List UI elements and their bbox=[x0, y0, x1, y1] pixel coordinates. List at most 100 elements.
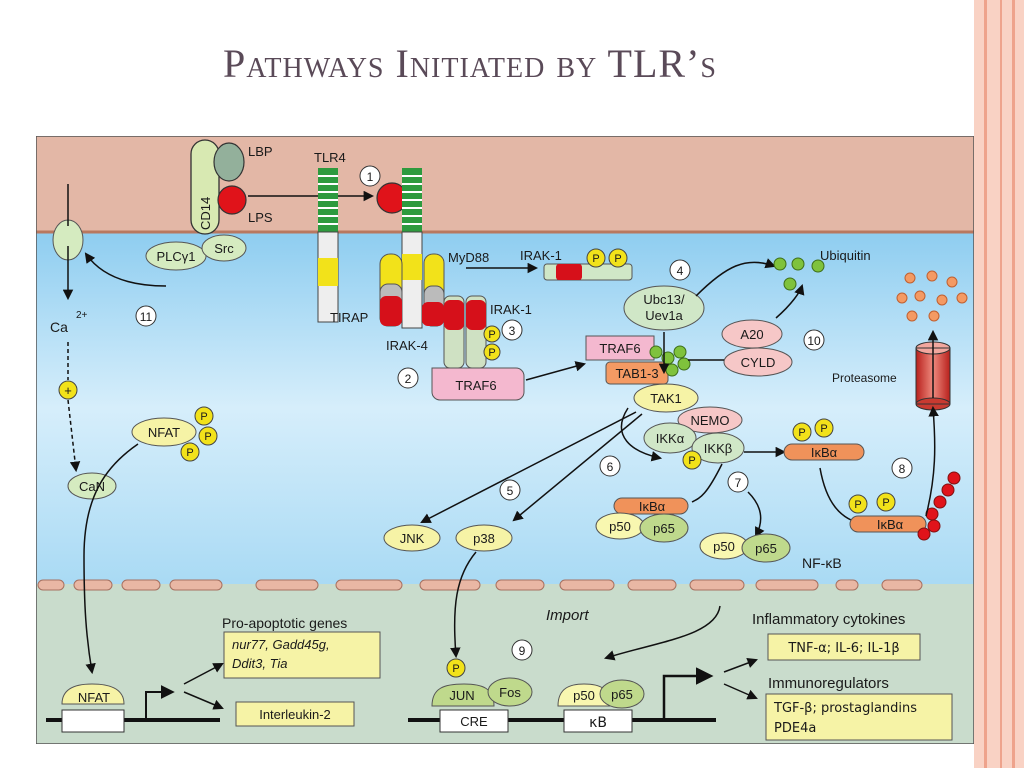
p65-cyto bbox=[639, 513, 689, 543]
nemo-label: NEMO bbox=[691, 413, 730, 428]
traf6-label-lower: TRAF6 bbox=[455, 378, 496, 393]
calcium-superscript: 2+ bbox=[76, 310, 88, 321]
ubc13-protein bbox=[623, 285, 705, 331]
src-protein bbox=[201, 234, 247, 262]
traf6-lower bbox=[431, 367, 525, 401]
import-label: Import bbox=[546, 607, 589, 624]
cd14-label: CD14 bbox=[198, 197, 213, 230]
svg-text:P: P bbox=[688, 455, 695, 467]
p50-label-1: p50 bbox=[609, 519, 631, 534]
svg-text:P: P bbox=[854, 499, 861, 511]
p65-label-2: p65 bbox=[755, 541, 777, 556]
svg-text:P: P bbox=[798, 427, 805, 439]
lbp-protein bbox=[213, 142, 245, 182]
inflammatory-label: Inflammatory cytokines bbox=[752, 611, 905, 628]
svg-text:P: P bbox=[204, 431, 211, 443]
right-border-line-1 bbox=[984, 0, 987, 768]
cyld-protein bbox=[723, 347, 793, 377]
svg-text:P: P bbox=[882, 497, 889, 509]
cytokines-box bbox=[767, 633, 921, 661]
ikba-label-3: IκBα bbox=[639, 499, 666, 514]
right-border-line-3 bbox=[1012, 0, 1015, 768]
step-6: 6 bbox=[607, 460, 614, 474]
proteasome-label: Proteasome bbox=[832, 371, 897, 385]
traf6-upper bbox=[585, 335, 655, 361]
svg-text:P: P bbox=[452, 663, 459, 675]
immuno-line-1: TGF-β; prostaglandins bbox=[773, 701, 917, 716]
tlr4-receptor bbox=[317, 168, 423, 329]
irak1-label: IRAK-1 bbox=[490, 302, 532, 317]
myd88-label: MyD88 bbox=[448, 250, 489, 265]
ubiquitin-free bbox=[773, 257, 825, 291]
fos-label: Fos bbox=[499, 685, 521, 700]
tirap-label: TIRAP bbox=[330, 310, 368, 325]
a20-label: A20 bbox=[740, 327, 763, 342]
ubiquitin-chain-traf6 bbox=[649, 345, 691, 377]
jnk-protein bbox=[383, 524, 441, 552]
ikkb-protein bbox=[691, 432, 745, 464]
p50-label-2: p50 bbox=[713, 539, 735, 554]
cd14-receptor: CD14 bbox=[190, 139, 220, 235]
tirap-dd bbox=[380, 296, 402, 326]
svg-text:P: P bbox=[186, 447, 193, 459]
right-border-line-2 bbox=[1000, 0, 1002, 768]
ikba-phospho bbox=[783, 443, 865, 461]
proapoptotic-label: Pro-apoptotic genes bbox=[222, 615, 347, 631]
genes-line-1: nur77, Gadd45g, bbox=[232, 637, 330, 652]
p65-free bbox=[741, 533, 791, 563]
polyubiquitin-chain bbox=[917, 471, 961, 541]
cre-label: CRE bbox=[460, 714, 488, 729]
lps-molecule bbox=[217, 185, 247, 215]
calcium-label: Ca bbox=[50, 319, 68, 335]
p38-protein bbox=[455, 524, 513, 552]
jun-label: JUN bbox=[449, 688, 474, 703]
fos-protein bbox=[487, 677, 533, 707]
tab13-label: TAB1-3 bbox=[615, 366, 658, 381]
irak4-label: IRAK-4 bbox=[386, 338, 428, 353]
jnk-label: JNK bbox=[400, 531, 425, 546]
peptide-fragments bbox=[896, 270, 968, 322]
lbp-label: LBP bbox=[248, 144, 273, 159]
immunoregulators-box bbox=[765, 693, 953, 741]
step-2: 2 bbox=[405, 372, 412, 386]
step-7: 7 bbox=[735, 476, 742, 490]
tlr4-label: TLR4 bbox=[314, 150, 346, 165]
svg-text:P: P bbox=[614, 253, 621, 265]
step-11: 11 bbox=[140, 310, 153, 324]
extracellular-zone bbox=[36, 136, 974, 232]
nemo-protein bbox=[677, 406, 743, 434]
p50-label-3: p50 bbox=[573, 688, 595, 703]
step-4: 4 bbox=[677, 264, 684, 278]
ubiquitin-label: Ubiquitin bbox=[820, 248, 871, 263]
immuno-line-2: PDE4a bbox=[774, 721, 816, 736]
tlr-pathway-diagram: CD14 LBP LPS TLR4 1 MyD88 TIRAP bbox=[36, 136, 974, 744]
immunoregulators-label: Immunoregulators bbox=[768, 675, 889, 692]
ikba-label-2: IκBα bbox=[877, 517, 904, 532]
right-border-band bbox=[974, 0, 1024, 768]
tak1-label: TAK1 bbox=[650, 391, 682, 406]
nfat-label-1: NFAT bbox=[148, 425, 180, 440]
irak-complex bbox=[422, 295, 487, 369]
svg-text:P: P bbox=[488, 347, 495, 359]
il2-label: Interleukin-2 bbox=[259, 707, 331, 722]
p65-nuclear bbox=[599, 679, 645, 709]
step-9: 9 bbox=[519, 644, 526, 658]
plus-sign: + bbox=[64, 383, 72, 398]
nfat-cyto bbox=[131, 417, 197, 447]
nfat-nuclear bbox=[61, 683, 125, 705]
tak1-protein bbox=[633, 383, 699, 413]
ikka-label: IKKα bbox=[656, 431, 685, 446]
svg-text:P: P bbox=[488, 329, 495, 341]
p38-label: p38 bbox=[473, 531, 495, 546]
src-label: Src bbox=[214, 241, 234, 256]
cytoplasm-zone bbox=[36, 232, 974, 584]
kb-label: κB bbox=[589, 715, 607, 731]
nuclear-membrane bbox=[37, 579, 923, 591]
ikba-complex bbox=[613, 497, 689, 515]
traf6-label-upper: TRAF6 bbox=[599, 341, 640, 356]
irak1-free-label: IRAK-1 bbox=[520, 248, 562, 263]
genes-line-2: Ddit3, Tia bbox=[232, 656, 288, 671]
step-3: 3 bbox=[509, 324, 516, 338]
step-1: 1 bbox=[367, 170, 374, 184]
ikkb-label: IKKβ bbox=[704, 441, 732, 456]
